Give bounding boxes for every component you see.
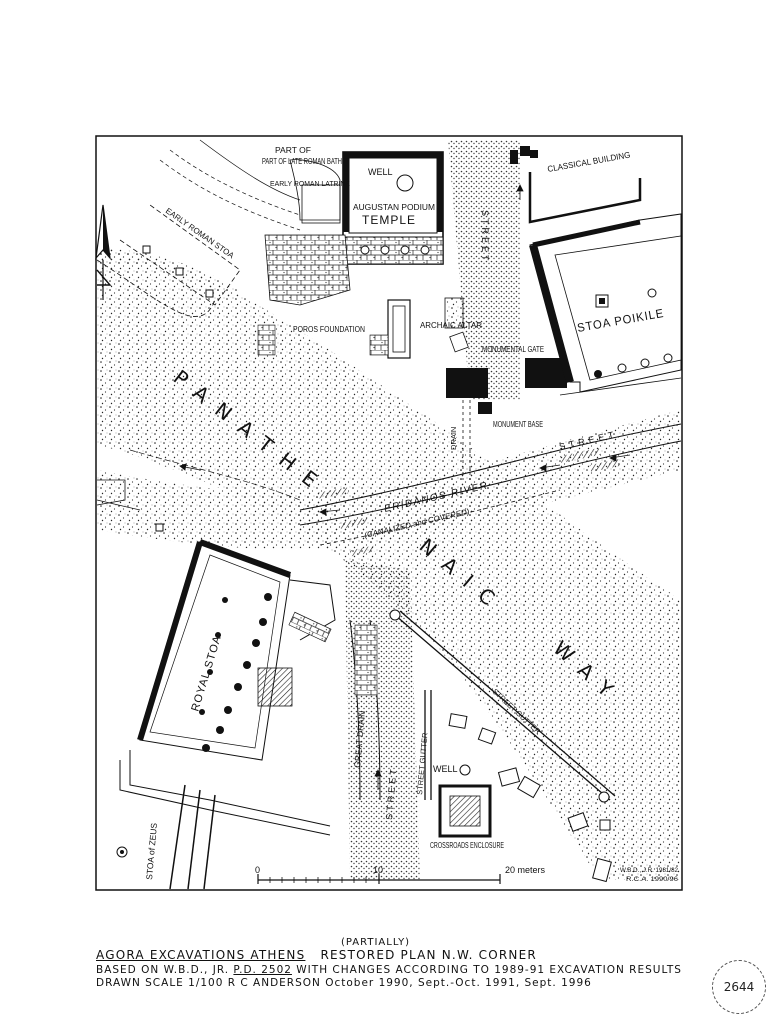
street-north	[448, 140, 520, 400]
label-well-south: WELL	[433, 764, 458, 774]
label-well-north: WELL	[368, 167, 393, 177]
hatched-base	[257, 667, 293, 707]
scale-label-10: 10	[373, 865, 383, 875]
title-partially: (PARTIALLY)	[341, 937, 411, 948]
title-plan-ref: P.D. 2502	[233, 964, 292, 976]
title-basis: BASED ON W.B.D., JR. P.D. 2502 WITH CHAN…	[96, 964, 682, 977]
early-roman-latrine	[301, 184, 341, 224]
street-gutter-diagonal	[394, 614, 611, 801]
label-late-roman-bath-1: PART OF	[275, 145, 311, 155]
label-stoa-of-zeus: STOA of ZEUS	[144, 822, 159, 880]
label-great-drain: GREAT DRAIN	[352, 710, 367, 768]
label-street-north: STREET	[480, 210, 490, 264]
credit-line-1: W.B.D., J.R. 1981/82	[620, 867, 678, 874]
label-poros-foundation: POROS FOUNDATION	[293, 325, 365, 334]
title-restored-plan: RESTORED PLAN N.W. CORNER	[320, 948, 537, 962]
panathenaic-way-surface	[97, 248, 681, 880]
early-roman-stoa-outline	[119, 204, 241, 306]
stamp-number: 2644	[723, 980, 755, 994]
eridanos-river-channel	[299, 423, 682, 511]
label-early-roman-latrine: EARLY ROMAN LATRINE	[270, 179, 350, 188]
label-augustan-podium: AUGUSTAN PODIUM	[353, 203, 435, 212]
label-archaic-altar: ARCHAIC ALTAR	[420, 320, 482, 330]
stoa-of-zeus	[169, 784, 186, 890]
monument-base	[478, 402, 492, 414]
label-monumental-gate: MONUMENTAL GATE	[482, 345, 544, 354]
monumental-gate-base	[446, 368, 488, 398]
title-drawn: DRAWN SCALE 1/100 R C ANDERSON October 1…	[96, 977, 592, 989]
label-drain: DRAIN	[449, 427, 458, 450]
credit-line-2: R.C.A. 1990/96	[626, 876, 678, 883]
classical-building	[528, 172, 642, 224]
label-street-south: STREET	[384, 766, 399, 820]
label-crossroads-enclosure: CROSSROADS ENCLOSURE	[430, 841, 504, 850]
north-arrow-icon	[95, 204, 112, 300]
street-east-west	[97, 410, 681, 550]
scale-bar	[257, 874, 501, 884]
poros-foundation	[264, 234, 351, 306]
title-based-on: BASED ON W.B.D., JR.	[96, 964, 230, 976]
scale-label-20: 20 meters	[505, 865, 546, 875]
monumental-gate-base-east	[525, 358, 567, 388]
label-late-roman-bath: PART OF LATE ROMAN BATH	[262, 156, 342, 166]
sheet-number-stamp: 2644	[712, 960, 766, 1014]
title-agora: AGORA EXCAVATIONS ATHENS	[96, 948, 306, 962]
scale-label-0: 0	[255, 865, 260, 875]
title-changes: WITH CHANGES ACCORDING TO 1989-91 EXCAVA…	[296, 964, 682, 976]
label-temple: TEMPLE	[362, 213, 416, 227]
label-monument-base: MONUMENT BASE	[493, 420, 543, 429]
title-main: AGORA EXCAVATIONS ATHENS RESTORED PLAN N…	[96, 949, 537, 962]
